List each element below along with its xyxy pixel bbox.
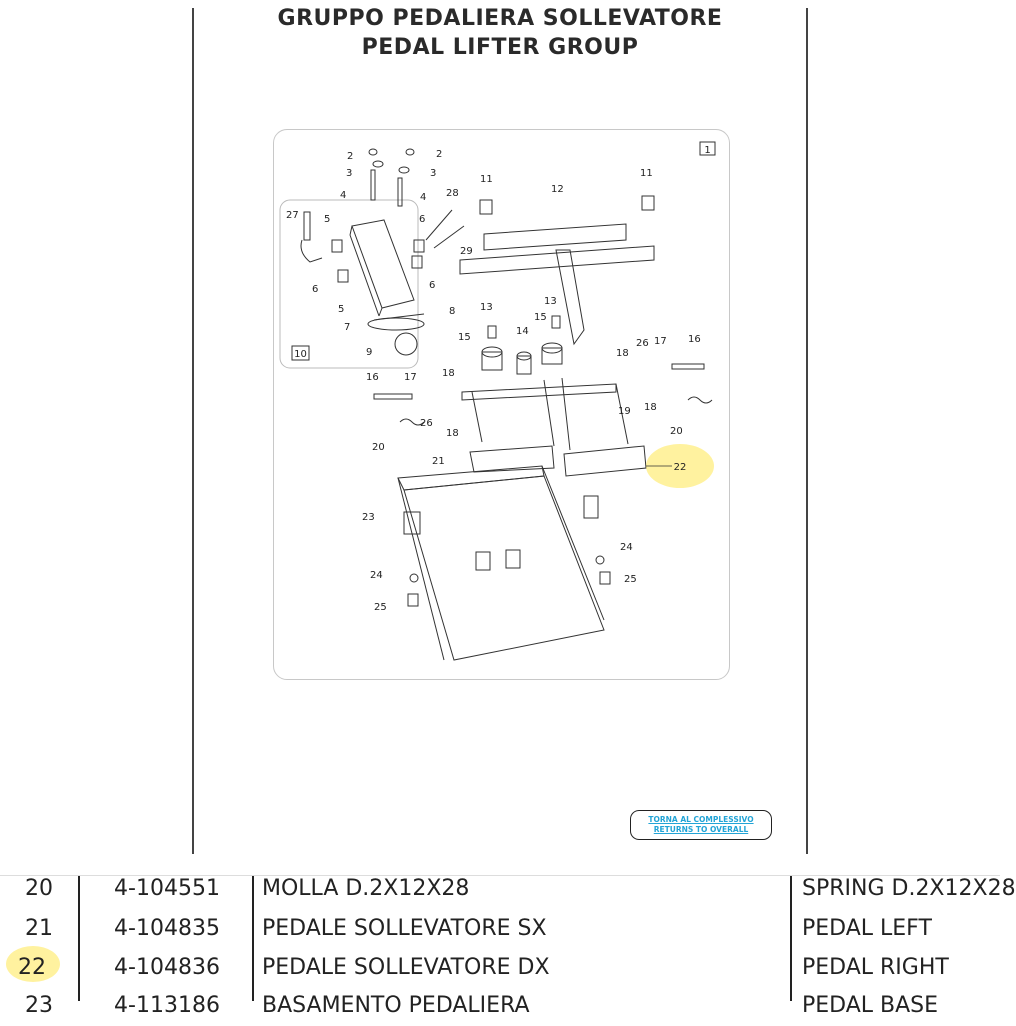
callout-label[interactable]: 11 <box>640 168 653 179</box>
part-description-italian: BASAMENTO PEDALIERA <box>262 993 530 1018</box>
callout-label[interactable]: 11 <box>480 174 493 185</box>
callout-label[interactable]: 25 <box>374 602 387 613</box>
return-button-italian: TORNA AL COMPLESSIVO <box>648 815 754 824</box>
callout-label[interactable]: 24 <box>620 542 633 553</box>
callout-label[interactable]: 25 <box>624 574 637 585</box>
callout-label[interactable]: 6 <box>419 214 425 225</box>
callout-22-highlight <box>646 444 714 488</box>
right-page-border <box>806 8 808 854</box>
callout-label[interactable]: 12 <box>551 184 564 195</box>
valve-block <box>349 219 425 356</box>
callout-label[interactable]: 17 <box>404 372 417 383</box>
table-row: 21 4-104835 PEDALE SOLLEVATORE SX PEDAL … <box>0 909 1000 949</box>
callout-label[interactable]: 8 <box>449 306 455 317</box>
callout-label[interactable]: 19 <box>618 406 631 417</box>
return-to-overall-button[interactable]: TORNA AL COMPLESSIVO RETURNS TO OVERALL <box>630 810 772 840</box>
callout-label[interactable]: 13 <box>480 302 493 313</box>
callout-label[interactable]: 6 <box>312 284 318 295</box>
callout-label[interactable]: 20 <box>372 442 385 453</box>
part-description-english: SPRING D.2X12X28 <box>802 876 1016 901</box>
part-number: 22 <box>18 955 46 980</box>
callout-label[interactable]: 13 <box>544 296 557 307</box>
callout-label[interactable]: 16 <box>366 372 379 383</box>
callout-22[interactable]: 22 <box>674 462 687 473</box>
callout-label[interactable]: 18 <box>446 428 459 439</box>
callout-label[interactable]: 2 <box>436 149 442 160</box>
part-number: 23 <box>25 993 53 1018</box>
part-description-italian: PEDALE SOLLEVATORE SX <box>262 916 547 941</box>
part-code: 4-113186 <box>114 993 220 1018</box>
top-screws <box>300 148 465 321</box>
column-divider <box>790 876 792 1001</box>
column-divider <box>78 876 80 1001</box>
callout-label[interactable]: 28 <box>446 188 459 199</box>
callout-label[interactable]: 9 <box>366 347 372 358</box>
callout-label[interactable]: 20 <box>670 426 683 437</box>
part-description-english: PEDAL RIGHT <box>802 955 949 980</box>
diagram-canvas: 1 10 <box>279 141 716 661</box>
callout-label[interactable]: 3 <box>430 168 436 179</box>
top-plate <box>459 195 655 346</box>
exploded-parts-diagram: 1 10 <box>273 129 730 680</box>
pedals <box>469 377 647 477</box>
callout-labels: 2 2 3 3 4 4 5 5 6 6 6 7 8 9 11 11 12 13 … <box>286 149 701 613</box>
callout-label[interactable]: 18 <box>616 348 629 359</box>
callout-label[interactable]: 5 <box>324 214 330 225</box>
subgroup-frame <box>279 199 419 369</box>
table-row-highlighted: 22 4-104836 PEDALE SOLLEVATORE DX PEDAL … <box>0 948 1000 988</box>
page-title-italian: GRUPPO PEDALIERA SOLLEVATORE <box>277 6 723 31</box>
callout-label[interactable]: 18 <box>442 368 455 379</box>
row-22-highlight <box>6 946 60 982</box>
part-description-italian: MOLLA D.2X12X28 <box>262 876 470 901</box>
parts-table: 20 4-104551 MOLLA D.2X12X28 SPRING D.2X1… <box>0 875 1016 1018</box>
part-code: 4-104836 <box>114 955 220 980</box>
callout-label[interactable]: 23 <box>362 512 375 523</box>
callout-label[interactable]: 6 <box>429 280 435 291</box>
part-code: 4-104551 <box>114 876 220 901</box>
callout-label[interactable]: 2 <box>347 151 353 162</box>
part-description-english: PEDAL BASE <box>802 993 939 1018</box>
part-description-italian: PEDALE SOLLEVATORE DX <box>262 955 550 980</box>
callout-label[interactable]: 27 <box>286 210 299 221</box>
sheet-number-box <box>699 141 716 156</box>
table-row: 20 4-104551 MOLLA D.2X12X28 SPRING D.2X1… <box>0 869 1016 909</box>
column-divider <box>252 876 254 1001</box>
subgroup-number: 10 <box>294 349 307 360</box>
pedal-axle <box>373 363 713 426</box>
callout-label[interactable]: 5 <box>338 304 344 315</box>
callout-label[interactable]: 4 <box>340 190 346 201</box>
part-description-english: PEDAL LEFT <box>802 916 932 941</box>
callout-label[interactable]: 26 <box>420 418 433 429</box>
callout-label[interactable]: 18 <box>644 402 657 413</box>
pedal-base <box>397 465 611 661</box>
subgroup-number-box <box>291 345 310 361</box>
callout-label[interactable]: 17 <box>654 336 667 347</box>
callout-label[interactable]: 7 <box>344 322 350 333</box>
page-title-english: PEDAL LIFTER GROUP <box>361 35 639 60</box>
callout-label[interactable]: 15 <box>458 332 471 343</box>
callout-label[interactable]: 26 <box>636 338 649 349</box>
callout-label[interactable]: 14 <box>516 326 529 337</box>
part-number: 20 <box>25 876 53 901</box>
callout-label[interactable]: 3 <box>346 168 352 179</box>
callout-label[interactable]: 15 <box>534 312 547 323</box>
callout-label[interactable]: 16 <box>688 334 701 345</box>
sheet-number: 1 <box>704 145 710 156</box>
return-button-english: RETURNS TO OVERALL <box>653 825 749 834</box>
table-row: 23 4-113186 BASAMENTO PEDALIERA PEDAL BA… <box>0 986 1000 1026</box>
callout-label[interactable]: 21 <box>432 456 445 467</box>
part-number: 21 <box>25 916 53 941</box>
bushings <box>481 315 563 375</box>
left-page-border <box>192 8 194 854</box>
callout-label[interactable]: 4 <box>420 192 426 203</box>
callout-label[interactable]: 29 <box>460 246 473 257</box>
callout-label[interactable]: 24 <box>370 570 383 581</box>
part-code: 4-104835 <box>114 916 220 941</box>
